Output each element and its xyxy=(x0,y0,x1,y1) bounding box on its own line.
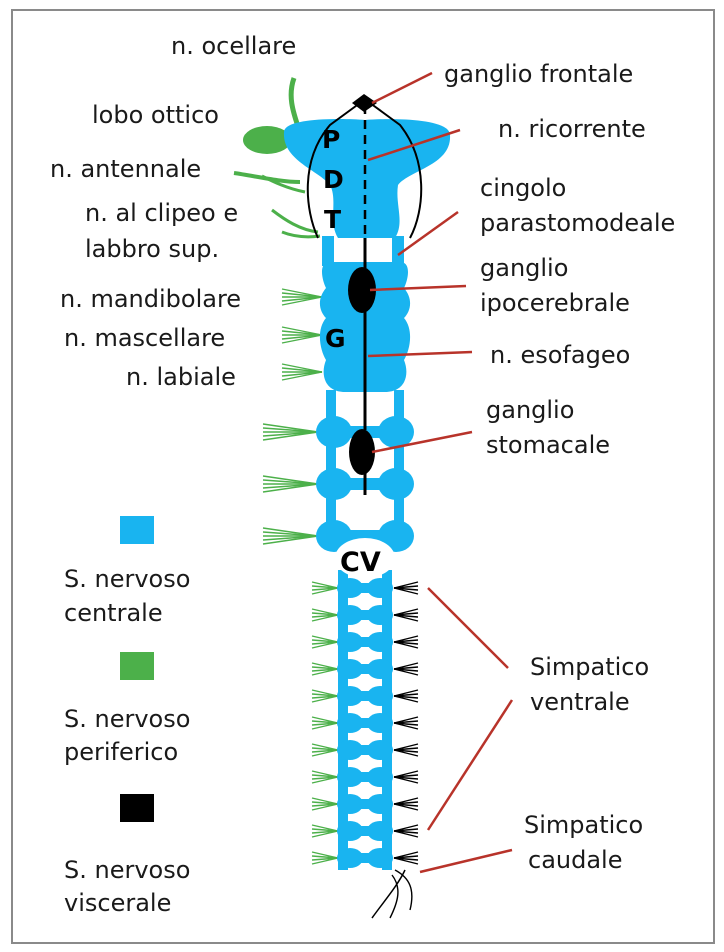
label-ricorrente: n. ricorrente xyxy=(498,115,646,143)
label-mandibolare: n. mandibolare xyxy=(60,285,241,313)
label-labiale: n. labiale xyxy=(126,363,236,391)
label-simpatico-ventrale-2: ventrale xyxy=(530,688,630,716)
label-cingolo-2: parastomodeale xyxy=(480,209,675,237)
stomacal-ganglion xyxy=(349,429,375,475)
abdominal-ganglion xyxy=(337,659,393,679)
optic-lobe xyxy=(243,126,291,154)
legend-swatch-central xyxy=(120,516,154,544)
label-mascellare: n. mascellare xyxy=(64,324,225,352)
label-simpatico-caudale-2: caudale xyxy=(528,846,623,874)
abdominal-ganglia xyxy=(337,570,393,870)
abdominal-ganglion xyxy=(337,794,393,814)
legend-swatch-peripheral xyxy=(120,652,154,680)
label-ganglio-frontale: ganglio frontale xyxy=(444,60,633,88)
label-antennale: n. antennale xyxy=(50,155,201,183)
abdominal-ganglion xyxy=(337,767,393,787)
legend-central-line1: S. nervoso xyxy=(64,565,190,593)
label-clipeo-2: labbro sup. xyxy=(85,235,219,263)
letter-cv: CV xyxy=(340,547,381,578)
legend-peripheral-line1: S. nervoso xyxy=(64,705,190,733)
letter-p: P xyxy=(322,125,340,154)
legend: S. nervoso centrale S. nervoso periferic… xyxy=(64,516,190,917)
label-ipocerebrale-2: ipocerebrale xyxy=(480,289,630,317)
label-ipocerebrale-1: ganglio xyxy=(480,254,568,282)
abdominal-ganglion xyxy=(337,821,393,841)
label-simpatico-caudale-1: Simpatico xyxy=(524,811,643,839)
label-ocellare: n. ocellare xyxy=(171,32,296,60)
abdominal-ganglion xyxy=(337,632,393,652)
label-esofageo: n. esofageo xyxy=(490,341,630,369)
abdominal-ganglion xyxy=(337,686,393,706)
legend-peripheral-line2: periferico xyxy=(64,738,178,766)
abdominal-ganglion xyxy=(337,848,393,868)
label-stomacale-1: ganglio xyxy=(486,396,574,424)
abdominal-ganglion xyxy=(337,713,393,733)
label-clipeo-1: n. al clipeo e xyxy=(85,199,238,227)
label-cingolo-1: cingolo xyxy=(480,174,566,202)
letter-d: D xyxy=(323,165,344,194)
abdominal-ganglion xyxy=(337,578,393,598)
legend-swatch-visceral xyxy=(120,794,154,822)
abdominal-ganglion xyxy=(337,740,393,760)
label-stomacale-2: stomacale xyxy=(486,431,610,459)
abdominal-ganglion xyxy=(337,605,393,625)
label-simpatico-ventrale-1: Simpatico xyxy=(530,653,649,681)
legend-visceral-line1: S. nervoso xyxy=(64,856,190,884)
visceral-fans xyxy=(390,582,418,918)
legend-central-line2: centrale xyxy=(64,599,163,627)
letter-g: G xyxy=(325,324,346,353)
legend-visceral-line2: viscerale xyxy=(64,889,171,917)
label-lobo-ottico: lobo ottico xyxy=(92,101,219,129)
letter-t: T xyxy=(324,205,341,234)
